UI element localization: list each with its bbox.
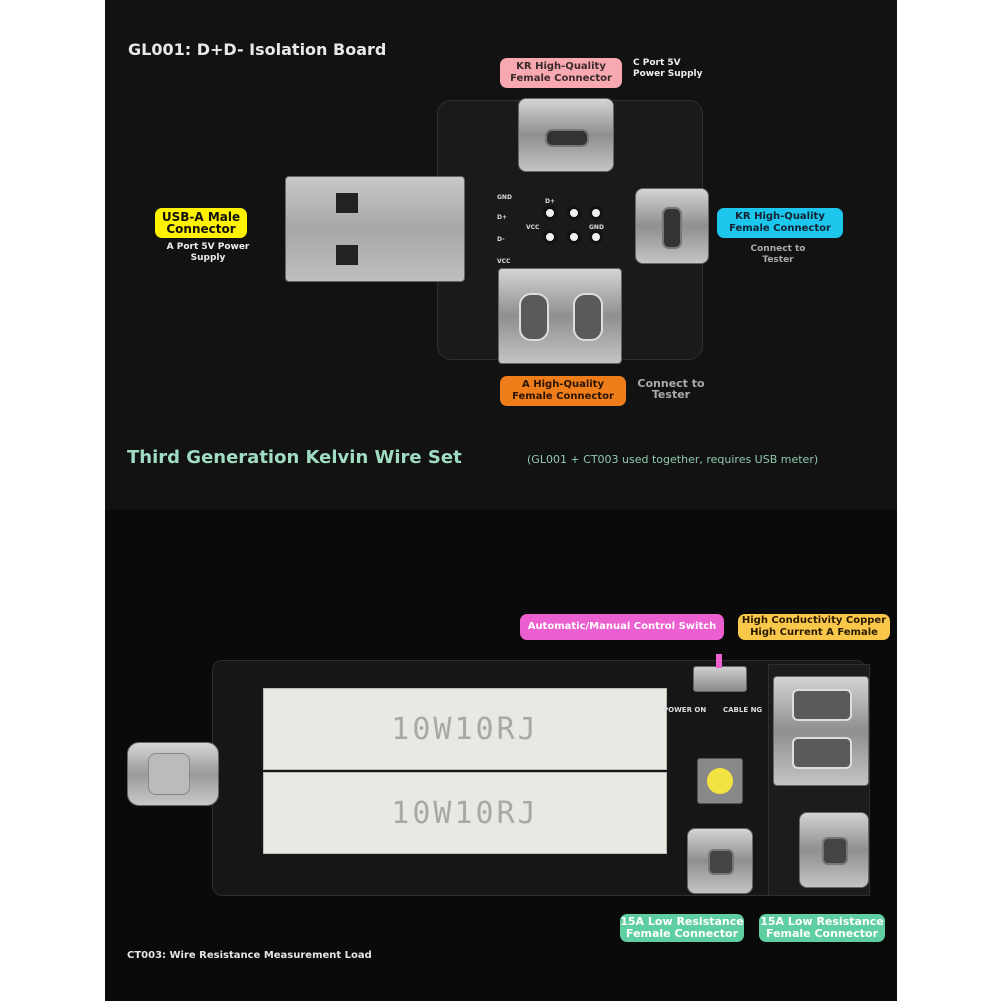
silk-dplus-2: D+ [545,198,556,205]
usb-a-male-label: USB-A Male Connector [155,208,247,238]
a-female-connector-label: A High-Quality Female Connector [500,376,626,406]
test-pin [567,230,581,244]
gl001-usb-c-top-connector [518,98,614,172]
silk-cable-ng: CABLE NG [723,706,763,714]
power-resistor-2: 10W10RJ [263,772,667,854]
test-pin [589,206,603,220]
test-pin [543,230,557,244]
silk-dminus: D- [497,236,505,243]
c-port-power-label: C Port 5V Power Supply [633,58,703,79]
a-port-power-label: A Port 5V Power Supply [166,242,250,263]
test-pin [543,206,557,220]
ct003-usb-a-female-connector [773,676,869,786]
kr-right-connector-label: KR High-Quality Female Connector [717,208,843,238]
c-right-connector-label: 15A Low Resistance Female Connector [759,914,885,942]
switch-label: Automatic/Manual Control Switch [520,614,724,640]
silk-gnd: GND [497,194,512,201]
ct003-usb-c-female-right [799,812,869,888]
connect-tester-right-label: Connect to Tester [750,244,806,265]
gl001-title: GL001: D+D- Isolation Board [128,40,387,59]
product-photo-panel: GL001: D+D- Isolation Board Third Genera… [105,0,897,1001]
silk-dplus: D+ [497,214,508,221]
auto-manual-switch[interactable] [693,666,747,692]
gl001-usb-a-female-connector [498,268,622,364]
test-pin [589,230,603,244]
copper-a-female-label: High Conductivity Copper High Current A … [738,614,890,640]
c-left-connector-label: 15A Low Resistance Female Connector [620,914,744,942]
test-push-button[interactable] [697,758,743,804]
ct003-usb-c-female-left [687,828,753,894]
silk-power-on: POWER ON [663,706,707,714]
silk-vcc-2: VCC [526,224,540,231]
test-pin [567,206,581,220]
connect-tester-bottom-label: Connect to Tester [637,377,705,401]
kelvin-set-note: (GL001 + CT003 used together, requires U… [527,453,819,466]
silk-gnd-2: GND [589,224,604,231]
ct003-caption: CT003: Wire Resistance Measurement Load [127,950,372,961]
switch-pointer [716,654,722,668]
gl001-usb-c-right-connector [635,188,709,264]
ct003-usb-c-male-connector [127,742,219,806]
kelvin-set-title: Third Generation Kelvin Wire Set [127,447,462,468]
gl001-usb-a-male-connector [285,176,465,282]
silk-vcc: VCC [497,258,511,265]
power-resistor-1: 10W10RJ [263,688,667,770]
kr-top-connector-label: KR High-Quality Female Connector [500,58,622,88]
